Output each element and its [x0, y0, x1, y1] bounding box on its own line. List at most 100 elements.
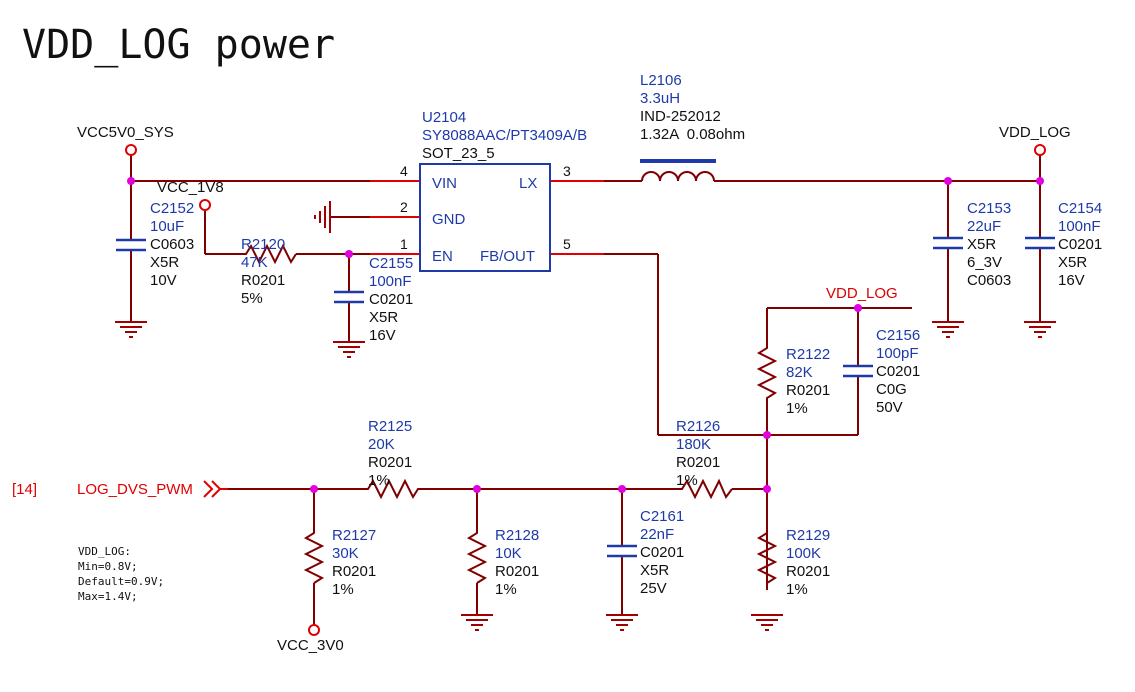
- c2152-ref: C2152: [150, 200, 194, 217]
- r2129-tol: 1%: [786, 581, 808, 598]
- c2156-ref: C2156: [876, 327, 920, 344]
- r2120-tol: 5%: [241, 290, 263, 307]
- note-line-2: Min=0.8V;: [78, 560, 138, 573]
- c2156-value: 100pF: [876, 345, 919, 362]
- r2127-pkg: R0201: [332, 563, 376, 580]
- c2154-pkg: C0201: [1058, 236, 1102, 253]
- inductor-symbol: [640, 159, 716, 182]
- sheet-ref: [14]: [12, 481, 37, 498]
- ic-pin-vin: VIN: [432, 175, 457, 192]
- net-label-pwm: LOG_DVS_PWM: [77, 481, 193, 498]
- r2126-ref: R2126: [676, 418, 720, 435]
- r2125-pkg: R0201: [368, 454, 412, 471]
- r2122-ref: R2122: [786, 346, 830, 363]
- c2155-ref: C2155: [369, 255, 413, 272]
- net-label-vcc3v0: VCC_3V0: [277, 637, 344, 654]
- c2154-diel: X5R: [1058, 254, 1087, 271]
- c2155-volt: 16V: [369, 327, 396, 344]
- r2128-pkg: R0201: [495, 563, 539, 580]
- c2152-value: 10uF: [150, 218, 184, 235]
- net-label-vdd-log-sense: VDD_LOG: [826, 285, 898, 302]
- c2154-value: 100nF: [1058, 218, 1101, 235]
- ic-ref: U2104: [422, 109, 466, 126]
- pin-number-5: 5: [563, 236, 571, 252]
- r2127-ref: R2127: [332, 527, 376, 544]
- c2155-pkg: C0201: [369, 291, 413, 308]
- inductor-ref: L2106: [640, 72, 682, 89]
- r2122-tol: 1%: [786, 400, 808, 417]
- ground-symbols: [115, 201, 1056, 631]
- c2161-ref: C2161: [640, 508, 684, 525]
- inductor-package: IND-252012: [640, 108, 721, 125]
- r2126-value: 180K: [676, 436, 711, 453]
- r2120-pkg: R0201: [241, 272, 285, 289]
- c2154-volt: 16V: [1058, 272, 1085, 289]
- note-line-3: Default=0.9V;: [78, 575, 164, 588]
- c2161-pkg: C0201: [640, 544, 684, 561]
- c2153-value: 22uF: [967, 218, 1001, 235]
- vcc5v0-port: [125, 144, 137, 156]
- r2127-tol: 1%: [332, 581, 354, 598]
- c2156-pkg: C0201: [876, 363, 920, 380]
- ic-part: SY8088AAC/PT3409A/B: [422, 127, 587, 144]
- r2120-value: 47K: [241, 254, 268, 271]
- c2153-ref: C2153: [967, 200, 1011, 217]
- c2161-volt: 25V: [640, 580, 667, 597]
- vdd-log-port: [1034, 144, 1046, 156]
- r2128-tol: 1%: [495, 581, 517, 598]
- r2126-pkg: R0201: [676, 454, 720, 471]
- ic-u2104-body: [419, 163, 551, 272]
- net-label-vcc1v8: VCC_1V8: [157, 179, 224, 196]
- resistor-symbols: [240, 243, 778, 590]
- c2155-value: 100nF: [369, 273, 412, 290]
- r2129-pkg: R0201: [786, 563, 830, 580]
- inductor-rating: 1.32A 0.08ohm: [640, 126, 745, 143]
- vcc3v0-port: [308, 624, 320, 636]
- c2155-diel: X5R: [369, 309, 398, 326]
- pin-number-1: 1: [400, 236, 408, 252]
- capacitor-symbols: [116, 236, 1055, 558]
- pin-number-4: 4: [400, 163, 408, 179]
- r2128-ref: R2128: [495, 527, 539, 544]
- c2152-pkg: C0603: [150, 236, 194, 253]
- r2125-tol: 1%: [368, 472, 390, 489]
- vcc1v8-port: [199, 199, 211, 211]
- r2129-ref: R2129: [786, 527, 830, 544]
- ic-pin-en: EN: [432, 248, 453, 265]
- pwm-input-arrow: [203, 480, 228, 498]
- r2126-tol: 1%: [676, 472, 698, 489]
- pin-number-3: 3: [563, 163, 571, 179]
- c2153-pkg: C0603: [967, 272, 1011, 289]
- c2156-volt: 50V: [876, 399, 903, 416]
- wires: [130, 155, 1041, 626]
- r2128-value: 10K: [495, 545, 522, 562]
- r2125-value: 20K: [368, 436, 395, 453]
- ic-package: SOT_23_5: [422, 145, 495, 162]
- c2156-diel: C0G: [876, 381, 907, 398]
- page-title: VDD_LOG power: [22, 22, 335, 68]
- ic-pin-gnd: GND: [432, 211, 466, 228]
- c2152-volt: 10V: [150, 272, 177, 289]
- inductor-value: 3.3uH: [640, 90, 680, 107]
- net-label-vdd-log: VDD_LOG: [999, 124, 1071, 141]
- pin-number-2: 2: [400, 199, 408, 215]
- c2161-value: 22nF: [640, 526, 674, 543]
- ic-pin-fb: FB/OUT: [480, 248, 535, 265]
- ic-pin-lx: LX: [519, 175, 537, 192]
- r2122-value: 82K: [786, 364, 813, 381]
- c2152-diel: X5R: [150, 254, 179, 271]
- r2122-pkg: R0201: [786, 382, 830, 399]
- r2129-value: 100K: [786, 545, 821, 562]
- r2127-value: 30K: [332, 545, 359, 562]
- c2161-diel: X5R: [640, 562, 669, 579]
- net-label-vcc5v0: VCC5V0_SYS: [77, 124, 174, 141]
- r2120-ref: R2120: [241, 236, 285, 253]
- c2154-ref: C2154: [1058, 200, 1102, 217]
- note-line-1: VDD_LOG:: [78, 545, 131, 558]
- c2153-diel: X5R: [967, 236, 996, 253]
- c2153-volt: 6_3V: [967, 254, 1002, 271]
- r2125-ref: R2125: [368, 418, 412, 435]
- note-line-4: Max=1.4V;: [78, 590, 138, 603]
- junction-dots: [127, 177, 1044, 493]
